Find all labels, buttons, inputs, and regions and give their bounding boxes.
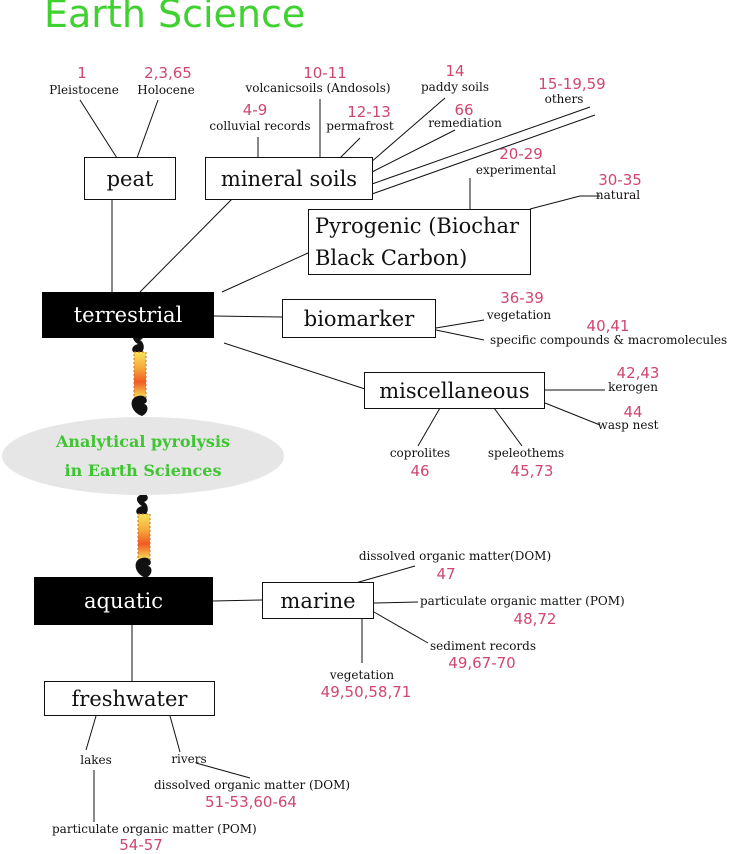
volcanic-ref: 10-11 xyxy=(303,64,347,82)
terrestrial-node: terrestrial xyxy=(42,292,214,338)
coprolites-label: coprolites xyxy=(389,446,451,460)
pyrogenic-node: Pyrogenic (Biochar Black Carbon) xyxy=(308,209,531,275)
center-label: Analytical pyrolysis in Earth Sciences xyxy=(2,427,284,485)
page-title: Earth Science xyxy=(44,0,306,36)
remediation-ref: 66 xyxy=(454,101,474,119)
others-label: others xyxy=(544,92,584,106)
marine-vegetation-ref: 49,50,58,71 xyxy=(320,683,412,701)
remediation-label: remediation xyxy=(428,116,502,130)
center-label-line1: Analytical pyrolysis xyxy=(55,432,231,451)
colluvial-ref: 4-9 xyxy=(242,101,268,119)
paddy-ref: 14 xyxy=(445,62,465,80)
flame-connector-bottom xyxy=(135,494,152,578)
marine-node: marine xyxy=(262,582,374,619)
wasp-nest-label: wasp nest xyxy=(597,418,659,432)
aquatic-node: aquatic xyxy=(34,577,213,625)
colluvial-label: colluvial records xyxy=(209,119,311,133)
center-ellipse xyxy=(2,417,284,495)
sediment-records-ref: 49,67-70 xyxy=(448,654,516,672)
holocene-label: Holocene xyxy=(137,83,195,97)
freshwater-node: freshwater xyxy=(44,681,215,716)
freshwater-dom-ref: 51-53,60-64 xyxy=(205,793,297,811)
kerogen-ref: 42,43 xyxy=(616,364,660,382)
experimental-ref: 20-29 xyxy=(499,145,543,163)
marine-dom-ref: 47 xyxy=(436,565,456,583)
kerogen-label: kerogen xyxy=(608,380,658,394)
permafrost-ref: 12-13 xyxy=(347,103,391,121)
rivers-label: rivers xyxy=(171,752,207,766)
pleistocene-label: Pleistocene xyxy=(49,83,119,97)
freshwater-pom-label: particulate organic matter (POM) xyxy=(52,822,257,836)
permafrost-label: permafrost xyxy=(326,119,394,133)
pleistocene-ref: 1 xyxy=(77,64,87,82)
marine-vegetation-label: vegetation xyxy=(329,668,395,682)
biomarker-vegetation-ref: 36-39 xyxy=(500,289,544,307)
mineral-soils-node: mineral soils xyxy=(205,157,373,200)
biomarker-vegetation-label: vegetation xyxy=(486,308,552,322)
specific-compounds-label: specific compounds & macromolecules xyxy=(490,333,728,347)
pyrogenic-label-line1: Pyrogenic (Biochar xyxy=(315,214,520,238)
lakes-label: lakes xyxy=(80,753,112,767)
center-label-line2: in Earth Sciences xyxy=(64,461,222,480)
sediment-records-label: sediment records xyxy=(430,639,536,653)
coprolites-ref: 46 xyxy=(410,462,430,480)
wasp-nest-ref: 44 xyxy=(623,403,643,421)
holocene-ref: 2,3,65 xyxy=(144,64,192,82)
freshwater-pom-ref: 54-57 xyxy=(119,836,163,854)
speleothems-label: speleothems xyxy=(487,446,565,460)
marine-pom-label: particulate organic matter (POM) xyxy=(420,594,625,608)
experimental-label: experimental xyxy=(475,163,557,177)
volcanic-label: volcanicsoils (Andosols) xyxy=(245,81,391,95)
peat-node: peat xyxy=(84,157,176,200)
natural-label: natural xyxy=(595,188,641,202)
marine-pom-ref: 48,72 xyxy=(513,610,557,628)
speleothems-ref: 45,73 xyxy=(510,462,554,480)
biomarker-node: biomarker xyxy=(282,299,436,338)
others-ref: 15-19,59 xyxy=(538,75,606,93)
paddy-label: paddy soils xyxy=(420,80,490,94)
natural-ref: 30-35 xyxy=(598,171,642,189)
pyrogenic-label-line2: Black Carbon) xyxy=(315,246,468,270)
freshwater-dom-label: dissolved organic matter (DOM) xyxy=(154,778,351,792)
specific-compounds-ref: 40,41 xyxy=(586,317,630,335)
flame-connector-top xyxy=(131,332,148,416)
marine-dom-label: dissolved organic matter(DOM) xyxy=(358,549,552,563)
miscellaneous-node: miscellaneous xyxy=(364,372,545,409)
